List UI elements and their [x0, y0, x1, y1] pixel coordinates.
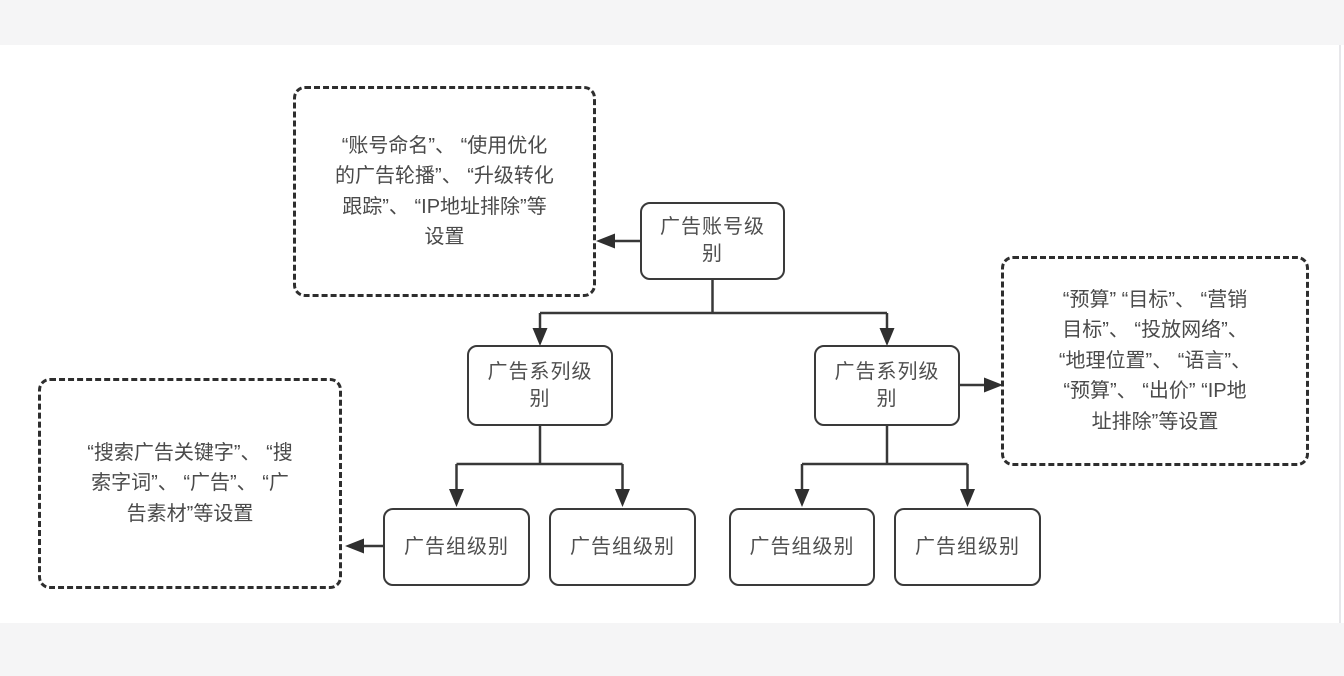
node-ad-group-level-4-label: 广告组级别 [915, 535, 1020, 558]
arrow-left-to-account-note [596, 233, 615, 249]
node-ad-group-level-1-label: 广告组级别 [404, 535, 509, 558]
node-campaign-level-right: 广告系列级 别 [814, 345, 960, 426]
note-campaign-settings: “预算” “目标”、 “营销 目标”、 “投放网络”、 “地理位置”、 “语言”… [1001, 256, 1309, 466]
node-ad-account-level-label: 广告账号级 别 [660, 216, 765, 265]
top-margin-strip [0, 0, 1344, 45]
tree-lines [363, 239, 986, 548]
note-group-settings: “搜索广告关键字”、 “搜 索字词”、 “广告”、 “广 告素材”等设置 [38, 378, 342, 589]
note-account-settings-text: “账号命名”、 “使用优化 的广告轮播”、 “升级转化 跟踪”、 “IP地址排除… [335, 134, 554, 248]
node-ad-group-level-2: 广告组级别 [549, 508, 696, 586]
arrow-down-group-2 [615, 489, 630, 507]
arrowheads [345, 233, 1003, 554]
arrow-down-group-3 [794, 489, 810, 507]
arrow-down-campaign-right [879, 328, 895, 346]
arrow-down-group-1 [449, 489, 464, 507]
arrow-right-to-campaign-note [984, 377, 1003, 393]
node-ad-group-level-4: 广告组级别 [894, 508, 1041, 586]
bottom-margin-strip [0, 623, 1344, 676]
node-campaign-level-left: 广告系列级 别 [467, 345, 613, 426]
note-account-settings: “账号命名”、 “使用优化 的广告轮播”、 “升级转化 跟踪”、 “IP地址排除… [293, 86, 596, 297]
node-ad-group-level-2-label: 广告组级别 [570, 535, 675, 558]
note-group-settings-text: “搜索广告关键字”、 “搜 索字词”、 “广告”、 “广 告素材”等设置 [87, 441, 293, 525]
node-campaign-level-left-label: 广告系列级 别 [487, 360, 593, 410]
node-ad-group-level-1: 广告组级别 [383, 508, 530, 586]
right-edge-divider [1339, 45, 1341, 623]
node-ad-account-level: 广告账号级 别 [640, 202, 785, 280]
node-campaign-level-right-label: 广告系列级 别 [834, 360, 940, 410]
arrow-left-to-group-note [345, 538, 364, 554]
node-ad-group-level-3-label: 广告组级别 [749, 535, 855, 558]
arrow-down-group-4 [960, 489, 975, 507]
node-ad-group-level-3: 广告组级别 [729, 508, 875, 586]
note-campaign-settings-text: “预算” “目标”、 “营销 目标”、 “投放网络”、 “地理位置”、 “语言”… [1058, 289, 1252, 433]
arrow-down-campaign-left [532, 328, 548, 346]
